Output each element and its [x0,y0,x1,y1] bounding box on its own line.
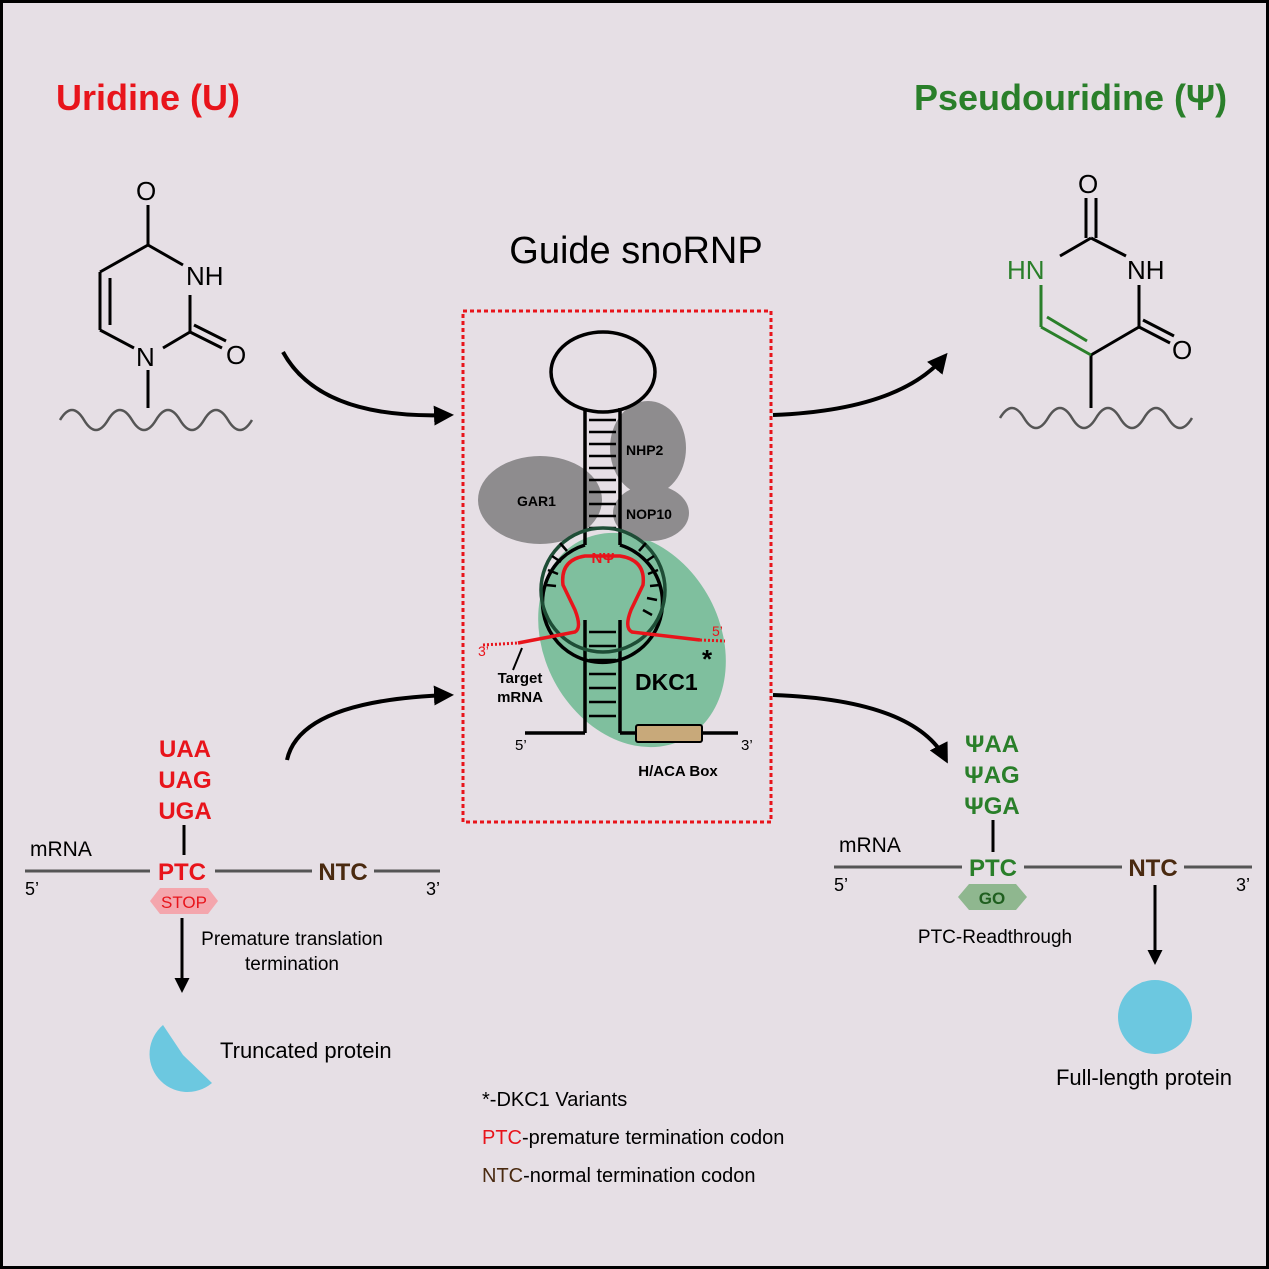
uridine-nh: NH [186,261,224,291]
legend: *-DKC1 Variants PTC-premature terminatio… [482,1089,784,1187]
legend-ntc-key: NTC [482,1165,523,1187]
truncated-protein-shape [149,1025,212,1092]
pseudouridine-title: Pseudouridine (Ψ) [914,77,1227,118]
arrow-snornp-to-pseudouridine [772,352,948,417]
left-ntc: NTC [318,859,367,886]
pseudouridine-o-top: O [1078,169,1098,199]
uridine-structure [58,205,254,432]
diagram-canvas: Uridine (U) O NH O N UAA UAG UGA mRNA 5’… [25,77,1252,1187]
stop-label: STOP [161,893,207,912]
nhp2-shape [610,401,686,495]
psi-site-label: NΨ [592,550,615,567]
red-three-prime: 3’ [478,643,489,659]
right-ptc: PTC [969,855,1017,882]
hairpin-three-prime: 3’ [741,737,753,754]
go-sign [958,884,1027,910]
haca-box [635,724,703,743]
right-outcome: PTC-Readthrough [918,927,1072,948]
dkc1-label: DKC1 [635,669,698,695]
left-three-prime: 3’ [426,879,440,899]
stop-sign [150,888,218,914]
target-mrna-label-1: Target [498,670,543,687]
go-label: GO [979,889,1005,908]
truncated-protein-label: Truncated protein [220,1038,392,1063]
arrow-ptc-to-snornp [285,685,454,761]
right-ntc: NTC [1128,855,1177,882]
right-three-prime: 3’ [1236,875,1250,895]
right-codon-3: ΨGA [964,793,1019,820]
uridine-n: N [136,342,155,372]
left-codon-1: UAA [159,736,211,763]
full-length-protein-label: Full-length protein [1056,1065,1232,1090]
pseudouridine-o-right: O [1172,335,1192,365]
legend-ntc-desc: -normal termination codon [523,1165,755,1187]
haca-box-label: H/ACA Box [638,763,718,780]
target-mrna-label-2: mRNA [497,689,543,706]
snornp-title: Guide snoRNP [509,230,762,272]
full-length-protein-shape [1118,980,1192,1054]
uridine-o-top: O [136,176,156,206]
legend-ptc: PTC-premature termination codon [482,1127,784,1149]
left-mrna-label: mRNA [30,838,92,861]
arrow-uridine-to-snornp [281,351,454,426]
left-five-prime: 5’ [25,879,39,899]
left-ptc: PTC [158,859,206,886]
nhp2-label: NHP2 [626,442,664,458]
right-mrna-label: mRNA [839,834,901,857]
left-outcome-line1: Premature translation [201,929,383,950]
legend-ptc-desc: -premature termination codon [522,1127,784,1149]
pseudouridine-green-bonds [1039,285,1092,357]
pseudouridine-nh: NH [1127,255,1165,285]
gar1-shape [478,456,602,544]
uridine-o-right: O [226,340,246,370]
legend-ntc: NTC-normal termination codon [482,1165,755,1187]
pocket-ticks [545,542,661,617]
left-codon-3: UGA [158,798,211,825]
snornp-box [461,309,773,824]
right-five-prime: 5’ [834,875,848,895]
nop10-label: NOP10 [626,506,672,522]
dkc1-variant-asterisk: * [702,644,713,674]
legend-ptc-key: PTC [482,1127,522,1149]
hairpin-five-prime: 5’ [515,737,527,754]
left-codon-2: UAG [158,767,211,794]
legend-dkc1-variants: *-DKC1 Variants [482,1089,627,1111]
right-codon-1: ΨAA [965,731,1019,758]
pseudouridylation-pocket [539,526,667,654]
arrow-snornp-to-psi-codons [772,693,948,764]
gar1-label: GAR1 [517,493,556,509]
uridine-title: Uridine (U) [56,77,240,118]
nop10-shape [613,485,689,541]
red-five-prime: 5’ [712,623,723,639]
pseudouridine-structure [998,198,1194,430]
pseudouridine-hn: HN [1007,255,1045,285]
target-mrna-strand [517,554,701,645]
left-outcome-line2: termination [245,954,339,975]
right-codon-2: ΨAG [964,762,1019,789]
